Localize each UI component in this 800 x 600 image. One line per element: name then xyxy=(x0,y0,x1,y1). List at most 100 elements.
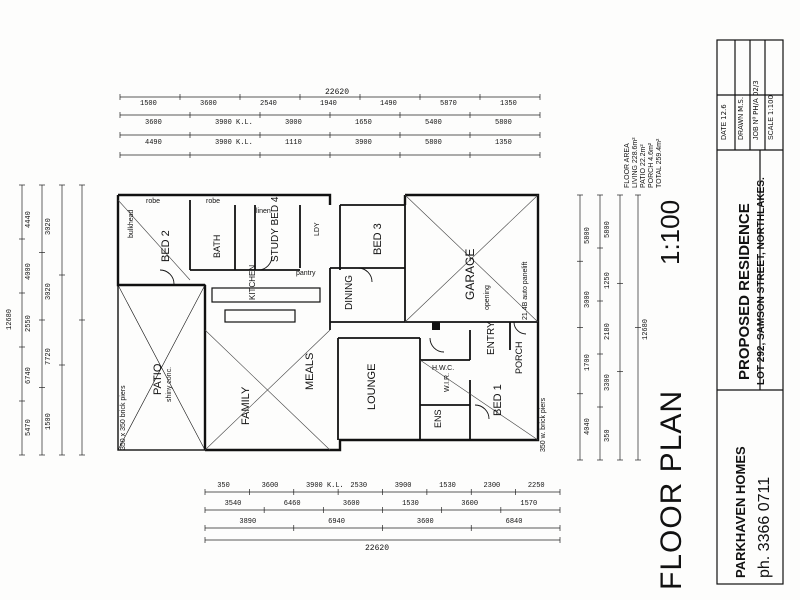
dimension-label: 6460 xyxy=(283,500,301,508)
room-bed3: BED 3 xyxy=(372,223,384,255)
room-ens: ENS xyxy=(433,409,443,428)
dimension-label: 1700 xyxy=(584,354,592,372)
door-swings xyxy=(159,255,527,420)
dimension-label: 1570 xyxy=(520,500,538,508)
dimension-label: 1530 xyxy=(402,500,419,508)
dimension-label: 3300 xyxy=(604,373,612,391)
dimension-label: 4440 xyxy=(25,211,33,228)
family-slab-lines xyxy=(117,199,539,451)
dim-left-overall: 12680 xyxy=(6,308,14,330)
room-kitchen: KITCHEN xyxy=(248,264,257,300)
robe-note: robe xyxy=(146,198,161,205)
room-porch: PORCH xyxy=(514,341,524,374)
robe-note-2: robe xyxy=(206,198,221,205)
dimension-label: 3020 xyxy=(45,217,53,235)
dimension-label: 3890 xyxy=(239,518,257,526)
dimension-label: 5800 xyxy=(425,139,442,147)
project-address: LOT 292, SAMSON STREET, NORTHLAKES. xyxy=(756,177,767,385)
dimension-label: 2300 xyxy=(483,482,501,490)
brick-piers-note-2: 350 w. brick piers xyxy=(540,397,547,452)
dimension-label: 5800 xyxy=(604,220,612,238)
dimension-label: 3000 xyxy=(584,290,592,308)
dimension-label: 2250 xyxy=(527,482,545,490)
dimension-label: 3900 K.L. xyxy=(215,119,253,127)
bulkhead-note: bulkhead xyxy=(128,209,135,238)
room-study: STUDY BED 4 xyxy=(270,196,281,262)
dimension-label: 3900 K.L. xyxy=(305,482,344,490)
dimension-label: 3600 xyxy=(416,518,434,526)
dimension-label: 3540 xyxy=(224,500,242,508)
room-bed2: BED 2 xyxy=(160,230,172,262)
dimension-label: 3600 xyxy=(461,500,479,508)
hatched-pier xyxy=(432,322,440,330)
room-family: FAMILY xyxy=(240,386,252,425)
dimension-label: 6740 xyxy=(25,367,33,384)
room-meals: MEALS xyxy=(304,352,316,390)
tb-scale: SCALE 1:100 xyxy=(767,94,775,140)
dimension-label: 4490 xyxy=(145,139,162,147)
dimension-label: 4040 xyxy=(584,418,592,436)
dimension-label: 3000 xyxy=(285,119,302,127)
company-name: PARKHAVEN HOMES xyxy=(733,446,748,578)
opening-note: opening xyxy=(484,285,491,310)
tb-drawn: DRAWN M.S. xyxy=(737,96,745,140)
dim-right-overall: 12680 xyxy=(642,318,650,340)
drawing-title: FLOOR PLAN xyxy=(655,389,688,590)
hwc-note: H.W.C. xyxy=(432,365,455,372)
dimension-label: 350 xyxy=(217,482,230,490)
dimension-label: 1530 xyxy=(439,482,456,490)
dimension-label: 1490 xyxy=(380,100,397,108)
room-bed1: BED 1 xyxy=(492,384,504,416)
dimension-label: 3900 xyxy=(394,482,412,490)
dimension-label: 6940 xyxy=(328,518,345,526)
dimension-label: 3020 xyxy=(45,282,53,300)
dimension-label: 7720 xyxy=(45,347,53,365)
room-entry: ENTRY xyxy=(486,321,497,355)
room-dining: DINING xyxy=(344,275,355,310)
brick-piers-note: 350 x 350 brick piers xyxy=(120,385,127,450)
dimension-label: 1110 xyxy=(285,139,302,147)
room-garage: GARAGE xyxy=(463,248,477,300)
dimension-label: 3600 xyxy=(342,500,360,508)
dimension-label: 1350 xyxy=(495,139,512,147)
dimension-ticks xyxy=(19,94,641,543)
title-block xyxy=(716,39,784,585)
dimension-label: 2530 xyxy=(350,482,368,490)
tb-job: JOB Nº PH/A 02/3 xyxy=(752,80,760,140)
garage-slab-lines xyxy=(404,194,539,323)
room-bath: BATH xyxy=(212,234,222,258)
drawing-scale: 1:100 xyxy=(655,199,685,265)
floor-area-row: PORCH 4.6m² xyxy=(648,142,655,188)
dimension-label: 1940 xyxy=(320,100,337,108)
dimension-label: 3900 K.L. xyxy=(215,139,253,147)
garage-door-note: 21.4B auto panelift xyxy=(522,261,529,320)
dimension-label: 1500 xyxy=(45,412,53,430)
company-phone: ph. 3366 0711 xyxy=(756,476,773,578)
floor-area-table: FLOOR AREA LIVING 228.6m² PATIO 22.2m² P… xyxy=(624,137,664,188)
dimension-label: 3900 xyxy=(355,139,372,147)
dimension-label: 5800 xyxy=(495,119,512,127)
dimension-label: 5800 xyxy=(584,227,592,244)
floor-area-row: PATIO 22.2m² xyxy=(640,144,647,188)
project-name: PROPOSED RESIDENCE xyxy=(736,203,753,380)
floor-area-row: LIVING 228.6m² xyxy=(632,137,639,188)
dimension-label: 1650 xyxy=(355,119,372,127)
room-lounge: LOUNGE xyxy=(366,363,378,410)
dimension-label: 2180 xyxy=(604,322,612,340)
dimension-label: 2540 xyxy=(260,100,277,108)
floor-area-heading: FLOOR AREA xyxy=(624,143,631,188)
dimension-label: 5400 xyxy=(425,119,442,127)
dimension-label: 1250 xyxy=(604,271,612,289)
dimension-label: 350 xyxy=(604,428,612,442)
dimension-label: 1350 xyxy=(500,100,517,108)
dimension-label: 6840 xyxy=(505,518,523,526)
dimension-label: 3600 xyxy=(200,100,217,108)
tb-date: DATE 12.6 xyxy=(720,104,728,140)
room-wir: W.I.R. xyxy=(444,372,451,392)
dimension-label: 1500 xyxy=(140,100,157,108)
dim-bottom-overall: 22620 xyxy=(365,544,390,553)
floor-area-row: TOTAL 259.4m² xyxy=(656,138,663,188)
room-ldy: LDY xyxy=(314,222,321,236)
dimension-label: 5870 xyxy=(440,100,457,108)
